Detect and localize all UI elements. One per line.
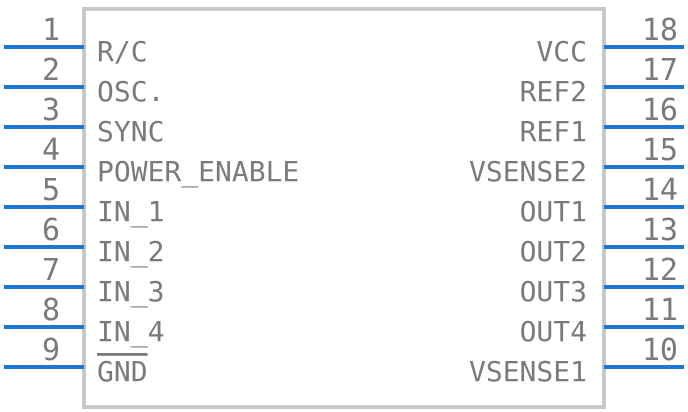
pin-8-label: IN_4 xyxy=(97,315,164,349)
pin-18-number: 18 xyxy=(642,13,678,48)
pin-5-label: IN_1 xyxy=(97,195,164,229)
pin-11-label: OUT4 xyxy=(520,315,587,348)
pin-2-lead xyxy=(4,85,84,89)
pin-4-lead xyxy=(4,165,84,169)
pin-7-lead xyxy=(4,285,84,289)
pin-12-number: 12 xyxy=(642,253,678,288)
ic-body-outline xyxy=(82,7,606,409)
pin-9-label: GND xyxy=(97,355,148,388)
pin-9-lead xyxy=(4,365,84,369)
pin-13-label: OUT2 xyxy=(520,235,587,268)
pin-18-label: VCC xyxy=(536,35,587,68)
pin-2-number: 2 xyxy=(42,53,60,88)
pin-18-lead xyxy=(604,45,684,49)
pin-12-lead xyxy=(604,285,684,289)
pin-10-number: 10 xyxy=(642,333,678,368)
pin-6-number: 6 xyxy=(42,213,60,248)
pin-8-lead xyxy=(4,325,84,329)
pin-4-number: 4 xyxy=(42,133,60,168)
pin-17-number: 17 xyxy=(642,53,678,88)
pin-11-lead xyxy=(604,325,684,329)
pin-3-label: SYNC xyxy=(97,115,164,148)
pin-12-label: OUT3 xyxy=(520,275,587,308)
pin-1-number: 1 xyxy=(42,13,60,48)
pin-1-lead xyxy=(4,45,84,49)
pin-14-lead xyxy=(604,205,684,209)
pin-6-label: IN_2 xyxy=(97,235,164,269)
pin-10-label: VSENSE1 xyxy=(469,355,587,388)
pin-11-number: 11 xyxy=(642,293,678,328)
pin-17-label: REF2 xyxy=(520,75,587,108)
pin-10-lead xyxy=(604,365,684,369)
pin-13-number: 13 xyxy=(642,213,678,248)
pin-14-number: 14 xyxy=(642,173,678,208)
pin-5-lead xyxy=(4,205,84,209)
pin-5-number: 5 xyxy=(42,173,60,208)
pin-14-label: OUT1 xyxy=(520,195,587,228)
pin-9-number: 9 xyxy=(42,333,60,368)
pin-3-lead xyxy=(4,125,84,129)
pin-1-label: R/C xyxy=(97,35,148,68)
pin-2-label: OSC. xyxy=(97,75,164,108)
pin-16-number: 16 xyxy=(642,93,678,128)
pin-16-lead xyxy=(604,125,684,129)
pin-15-label: VSENSE2 xyxy=(469,155,587,188)
pin-17-lead xyxy=(604,85,684,89)
pin-13-lead xyxy=(604,245,684,249)
pin-7-label: IN_3 xyxy=(97,275,164,309)
pin-3-number: 3 xyxy=(42,93,60,128)
pin-15-number: 15 xyxy=(642,133,678,168)
pin-8-number: 8 xyxy=(42,293,60,328)
pin-15-lead xyxy=(604,165,684,169)
pin-16-label: REF1 xyxy=(520,115,587,148)
pin-7-number: 7 xyxy=(42,253,60,288)
pin-4-label: POWER_ENABLE xyxy=(97,155,299,189)
pin-6-lead xyxy=(4,245,84,249)
